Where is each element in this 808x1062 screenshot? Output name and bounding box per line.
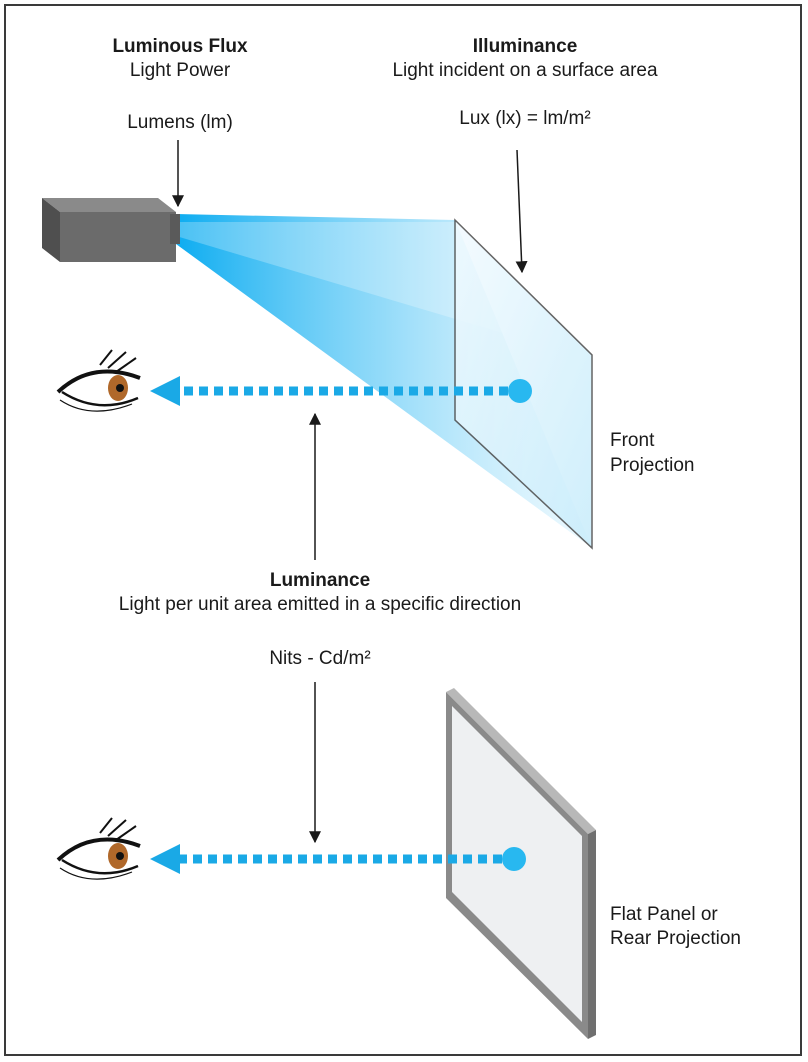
diagram-frame [4,4,802,1056]
luminance-subtitle: Light per unit area emitted in a specifi… [118,594,522,615]
luminous-flux-unit: Lumens (lm) [127,112,233,133]
illuminance-unit: Lux (lx) = lm/m² [459,108,591,129]
flat-panel-label-line1: Flat Panel or [610,904,718,925]
luminous-flux-title: Luminous Flux [112,36,248,57]
front-projection-label-line2: Projection [610,455,695,476]
front-projection-label-line1: Front [610,430,655,451]
projector-icon [42,198,180,262]
illuminance-title: Illuminance [472,36,578,57]
luminance-unit: Nits - Cd/m² [269,648,371,669]
illuminance-arrow [515,149,528,274]
panel-emission-path [150,844,526,874]
eye-icon-bottom [56,817,141,880]
luminous-flux-subtitle: Light Power [129,60,231,81]
light-beam [176,214,592,548]
luminance-title: Luminance [269,570,371,591]
front-reflection-path [150,376,532,406]
flat-panel-label-line2: Rear Projection [610,928,741,949]
eye-icon-top [56,349,141,412]
illuminance-subtitle: Light incident on a surface area [392,60,658,81]
